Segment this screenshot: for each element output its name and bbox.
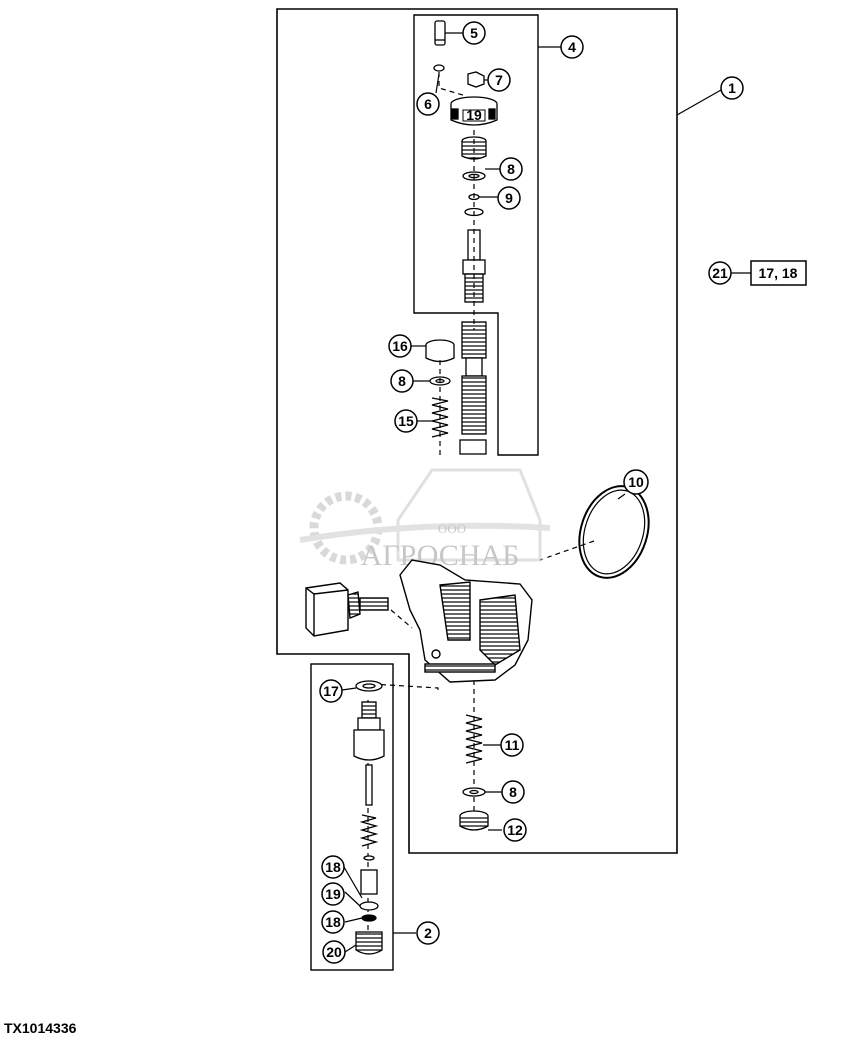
callout-6-label: 6 <box>424 96 432 112</box>
callout-8a: 8 <box>499 157 523 181</box>
callout-12-label: 12 <box>507 822 523 838</box>
watermark-company: ООО <box>438 521 466 536</box>
leader-lines <box>341 32 751 953</box>
callout-11: 11 <box>500 733 524 757</box>
figure-id: TX1014336 <box>4 1020 77 1036</box>
callouts: 1 4 5 6 7 8 9 16 8 15 10 17 11 8 12 18 1… <box>319 21 744 964</box>
reference-note: 21 17, 18 <box>708 260 807 286</box>
lower-right-parts <box>459 714 489 831</box>
callout-18b: 18 <box>321 910 345 934</box>
callout-4-label: 4 <box>568 39 576 55</box>
callout-18b-label: 18 <box>325 914 341 930</box>
callout-5: 5 <box>462 21 486 45</box>
callout-16-label: 16 <box>392 338 408 354</box>
callout-6: 6 <box>416 92 440 116</box>
callout-8c-label: 8 <box>509 784 517 800</box>
callout-18a: 18 <box>321 855 345 879</box>
callout-10: 10 <box>623 469 649 495</box>
agrosnab-watermark: ООО АГРОСНАБ <box>290 462 551 582</box>
callout-8c: 8 <box>501 780 525 804</box>
callout-9: 9 <box>497 186 521 210</box>
callout-1-label: 1 <box>728 80 736 96</box>
subassembly-2-outline <box>310 663 394 971</box>
callout-9-label: 9 <box>505 190 513 206</box>
subassembly-4-outline <box>413 14 539 456</box>
callout-8b: 8 <box>390 369 414 393</box>
reference-box-text: 17, 18 <box>759 265 798 281</box>
callout-2-label: 2 <box>424 925 432 941</box>
callout-19-label: 19 <box>325 886 341 902</box>
callout-16: 16 <box>388 334 412 358</box>
callout-5-label: 5 <box>470 25 478 41</box>
callout-20: 20 <box>322 940 346 964</box>
callout-17-label: 17 <box>323 683 339 699</box>
callout-12: 12 <box>503 818 527 842</box>
callout-8a-label: 8 <box>507 161 515 177</box>
callout-11-label: 11 <box>505 737 520 753</box>
seal-ring-10 <box>578 485 650 579</box>
callout-7-label: 7 <box>495 72 503 88</box>
callout-2: 2 <box>416 921 440 945</box>
valve-stack <box>425 20 498 455</box>
knob-stamp: 19 <box>466 107 482 123</box>
assembly-1-outline <box>276 8 678 854</box>
reference-callout: 21 <box>712 265 728 281</box>
callout-20-label: 20 <box>326 944 342 960</box>
solenoid <box>305 582 389 637</box>
cartridge-parts <box>353 680 385 955</box>
callout-8b-label: 8 <box>398 373 406 389</box>
callout-17: 17 <box>319 679 343 703</box>
callout-10-label: 10 <box>628 474 644 490</box>
callout-15-label: 15 <box>398 413 414 429</box>
callout-15: 15 <box>394 409 418 433</box>
callout-18a-label: 18 <box>325 859 341 875</box>
callout-7: 7 <box>487 68 511 92</box>
callout-19: 19 <box>321 882 345 906</box>
valve-body <box>399 559 533 683</box>
callout-4: 4 <box>560 35 584 59</box>
callout-1: 1 <box>720 76 744 100</box>
